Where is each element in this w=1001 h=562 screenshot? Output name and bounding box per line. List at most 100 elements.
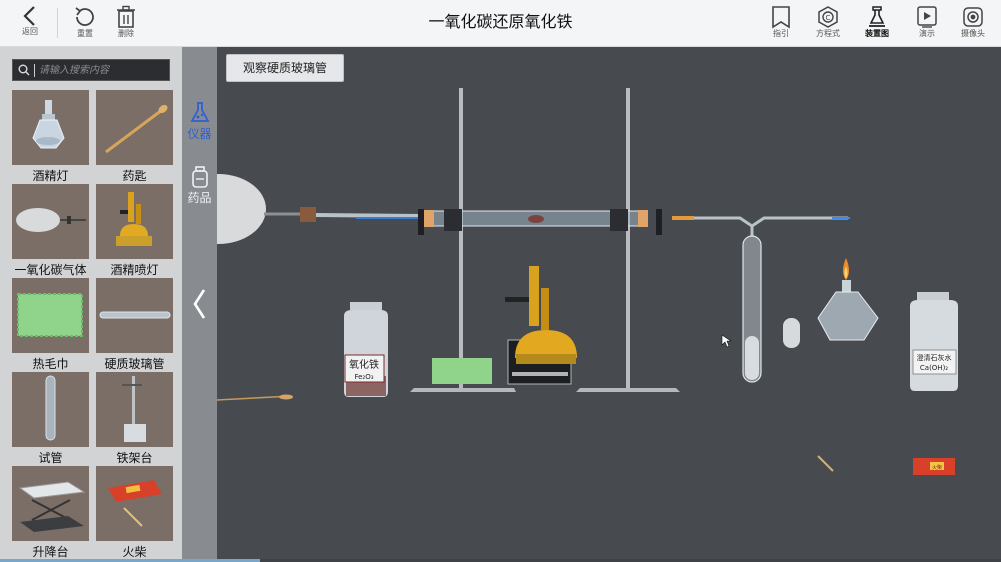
reset-label: 重置 — [77, 29, 93, 38]
observe-glass-tube-button[interactable]: 观察硬质玻璃管 — [226, 54, 344, 82]
chevron-left-icon — [193, 289, 206, 319]
item-thumbnail — [96, 466, 173, 541]
lift-table-image — [18, 481, 86, 532]
back-button[interactable]: 返回 — [10, 3, 50, 43]
iron-stand-base-right[interactable] — [576, 388, 680, 392]
blowtorch-tube — [529, 266, 539, 326]
search-icon — [18, 64, 30, 76]
alcohol-lamp[interactable] — [817, 291, 879, 341]
search-box[interactable] — [12, 59, 170, 81]
tab-instruments-label: 仪器 — [187, 127, 212, 141]
inventory-item-co-gas[interactable]: 一氧化碳气体 — [12, 184, 89, 277]
delivery-tube — [694, 216, 754, 236]
item-label: 热毛巾 — [32, 357, 69, 371]
bottom-scroll-track[interactable] — [0, 559, 1001, 562]
match-stick[interactable] — [817, 455, 834, 472]
reset-icon — [75, 7, 94, 26]
inventory-item-lift-table[interactable]: 升降台 — [12, 466, 89, 559]
iron-oxide-sample[interactable] — [528, 215, 544, 223]
back-arrow-icon — [23, 6, 35, 26]
delete-button[interactable]: 删除 — [106, 3, 146, 43]
iron-stand-rod-right[interactable] — [626, 88, 630, 388]
search-input[interactable] — [39, 60, 165, 80]
svg-text:C: C — [826, 14, 831, 22]
inventory-item-hard-glass-tube[interactable]: 硬质玻璃管 — [96, 278, 173, 371]
lamp-flame-core — [844, 266, 848, 279]
gas-bag-image — [16, 208, 86, 232]
tab-reagents-label: 药品 — [187, 191, 212, 205]
guide-button[interactable]: 指引 — [761, 3, 801, 43]
clamp-right-outer — [656, 209, 662, 235]
iron-stand-rod-left[interactable] — [459, 88, 463, 388]
limewater-in-tube — [745, 336, 759, 380]
item-thumbnail — [12, 184, 89, 259]
inventory-item-alcohol-lamp[interactable]: 酒精灯 — [12, 90, 89, 183]
item-label: 药匙 — [122, 169, 147, 183]
camera-button[interactable]: 摄像头 — [953, 3, 993, 43]
stopper-right — [638, 210, 648, 227]
flask-setup-icon — [869, 6, 885, 27]
clamp-right[interactable] — [610, 209, 628, 231]
clamp-left[interactable] — [444, 209, 462, 231]
item-label: 酒精喷灯 — [110, 263, 159, 277]
item-thumbnail — [96, 278, 173, 353]
demo-label: 演示 — [919, 29, 935, 38]
fe2o3-label-formula: Fe₂O₃ — [354, 373, 373, 381]
item-thumbnail — [96, 90, 173, 165]
iron-stand-base-left[interactable] — [410, 388, 516, 392]
lab-scene: 氧化铁 Fe₂O₃ 澄清石灰水 Ca(OH)₂ 火柴 — [217, 88, 958, 475]
item-thumbnail — [12, 90, 89, 165]
limewater-stopper — [917, 292, 949, 300]
connector-tube-left — [315, 213, 421, 218]
blowtorch-body[interactable] — [515, 330, 577, 358]
equation-label: 方程式 — [816, 29, 840, 38]
co-gas-bag[interactable] — [217, 174, 266, 244]
lift-table-slat — [512, 372, 568, 376]
item-thumbnail — [96, 184, 173, 259]
back-label: 返回 — [22, 27, 38, 36]
flask-icon — [189, 102, 210, 122]
item-label: 火柴 — [122, 545, 147, 559]
inventory-item-matches[interactable]: 火柴 — [96, 466, 173, 559]
bookmark-icon — [772, 6, 790, 29]
fe2o3-label-name: 氧化铁 — [349, 358, 379, 371]
limewater-bottle[interactable] — [910, 300, 958, 391]
demo-button[interactable]: 演示 — [907, 3, 947, 43]
inventory-item-hot-towel[interactable]: 热毛巾 — [12, 278, 89, 371]
lamp-cap[interactable] — [783, 318, 800, 348]
iron-stand-image — [122, 376, 146, 442]
setup-diagram-label: 装置图 — [865, 29, 889, 38]
item-label: 硬质玻璃管 — [104, 357, 165, 371]
alcohol-lamp-image — [32, 100, 65, 149]
mouse-cursor — [721, 334, 732, 348]
towel-image — [17, 293, 83, 337]
equation-button[interactable]: C 方程式 — [808, 3, 848, 43]
bottle-stopper — [350, 302, 382, 310]
inventory-item-iron-stand[interactable]: 铁架台 — [96, 372, 173, 465]
setup-diagram-button[interactable]: 装置图 — [857, 3, 897, 43]
tab-instruments[interactable]: 仪器 — [182, 101, 217, 142]
blowtorch-valve[interactable] — [505, 297, 529, 302]
item-label: 试管 — [38, 451, 63, 465]
reset-button[interactable]: 重置 — [65, 3, 105, 43]
item-thumbnail — [96, 372, 173, 447]
hose-clamp[interactable] — [300, 207, 316, 222]
trash-icon — [117, 5, 135, 28]
inventory-item-spatula[interactable]: 药匙 — [96, 90, 173, 183]
test-tube-image — [45, 375, 56, 441]
blowtorch-tube-2 — [541, 288, 549, 330]
clamp-left-outer — [418, 209, 424, 235]
matchbox-label — [930, 462, 944, 470]
bottom-scroll-thumb[interactable] — [0, 559, 260, 562]
hot-towel[interactable] — [432, 358, 492, 384]
category-tabs: 仪器 药品 — [182, 47, 217, 562]
collapse-panel-button[interactable] — [190, 287, 210, 321]
reagent-bottle-icon — [191, 166, 208, 188]
equation-icon: C — [818, 6, 838, 28]
item-label: 升降台 — [32, 545, 69, 559]
inventory-item-alcohol-blowtorch[interactable]: 酒精喷灯 — [96, 184, 173, 277]
inventory-item-test-tube[interactable]: 试管 — [12, 372, 89, 465]
item-thumbnail — [12, 466, 89, 541]
blowtorch-image — [116, 192, 152, 246]
tab-reagents[interactable]: 药品 — [182, 165, 217, 206]
